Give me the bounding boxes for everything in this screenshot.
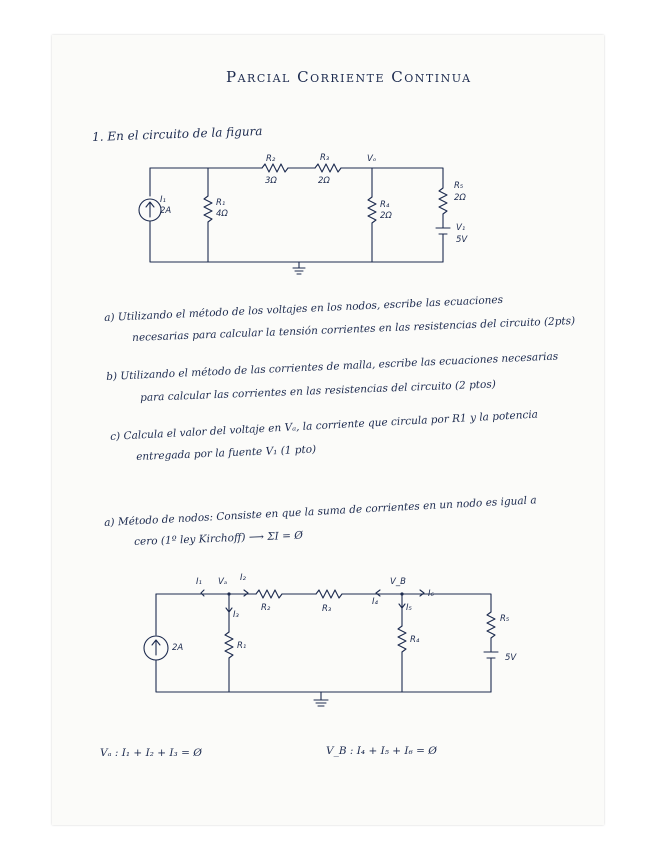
c2-value-source: 2A xyxy=(172,643,184,653)
c2-arrow-i6 xyxy=(419,589,425,597)
c2-resistor-r1 xyxy=(224,631,234,659)
c2-arrow-i3 xyxy=(225,607,233,613)
c1-value-i1: 2A xyxy=(160,206,172,216)
c2-label-vb: V_B xyxy=(390,577,406,587)
c1-value-r4: 2Ω xyxy=(380,211,392,221)
c2-wire-top-right xyxy=(341,593,492,613)
c2-arrow-i4 xyxy=(375,589,381,597)
c1-value-r3: 2Ω xyxy=(318,176,330,186)
c1-resistor-r5 xyxy=(438,187,448,215)
c1-value-r2: 3Ω xyxy=(265,176,277,186)
c2-arrow-i2 xyxy=(243,589,249,597)
c2-label-i3: I₃ xyxy=(233,610,239,620)
c1-resistor-r4 xyxy=(367,196,377,224)
c1-label-v1: V₁ xyxy=(456,223,466,233)
c1-label-r3: R₃ xyxy=(320,153,330,163)
c2-resistor-r2 xyxy=(255,589,283,599)
c1-resistor-r1 xyxy=(203,195,213,223)
c1-resistor-r3 xyxy=(314,163,342,173)
c2-source-arrow xyxy=(151,639,161,656)
c1-source-arrow xyxy=(145,201,155,218)
c2-value-battery: 5V xyxy=(505,653,517,663)
equation-node-a: Vₐ : I₁ + I₂ + I₃ = Ø xyxy=(100,747,202,759)
c2-label-r3: R₃ xyxy=(322,604,332,614)
c2-label-i4: I₄ xyxy=(372,597,378,607)
c1-wire-top-right xyxy=(340,167,444,189)
c2-label-r1: R₁ xyxy=(237,641,247,651)
c1-label-r1: R₁ xyxy=(216,198,226,208)
c2-label-r4: R₄ xyxy=(410,635,420,645)
c2-label-r5: R₅ xyxy=(500,614,510,624)
c1-label-r4: R₄ xyxy=(380,200,390,210)
c2-resistor-r3 xyxy=(315,589,343,599)
c2-arrow-i5 xyxy=(398,603,406,609)
c1-value-r1: 4Ω xyxy=(216,209,228,219)
c2-label-i6: I₆ xyxy=(428,589,434,599)
c2-label-i5: I₅ xyxy=(406,603,412,613)
c2-resistor-r5 xyxy=(486,611,496,639)
c2-label-i1: I₁ xyxy=(196,577,202,587)
c1-resistor-r2 xyxy=(261,163,289,173)
c2-label-i2: I₂ xyxy=(240,573,246,583)
paper-sheet xyxy=(52,35,604,825)
c1-value-r5: 2Ω xyxy=(454,193,466,203)
c2-arrow-i1 xyxy=(200,589,205,597)
c1-label-r5: R₅ xyxy=(454,181,464,191)
c1-label-r2: R₂ xyxy=(266,154,276,164)
c2-resistor-r4 xyxy=(397,625,407,653)
equation-node-b: V_B : I₄ + I₅ + I₆ = Ø xyxy=(326,745,437,757)
c1-value-v1: 5V xyxy=(456,235,468,245)
c2-label-va: Vₐ xyxy=(218,577,228,587)
c1-label-vb: Vₒ xyxy=(367,154,377,164)
page-title: Parcial Corriente Continua xyxy=(226,68,472,86)
c2-label-r2: R₂ xyxy=(261,603,271,613)
c1-label-i1: I₁ xyxy=(160,195,166,205)
